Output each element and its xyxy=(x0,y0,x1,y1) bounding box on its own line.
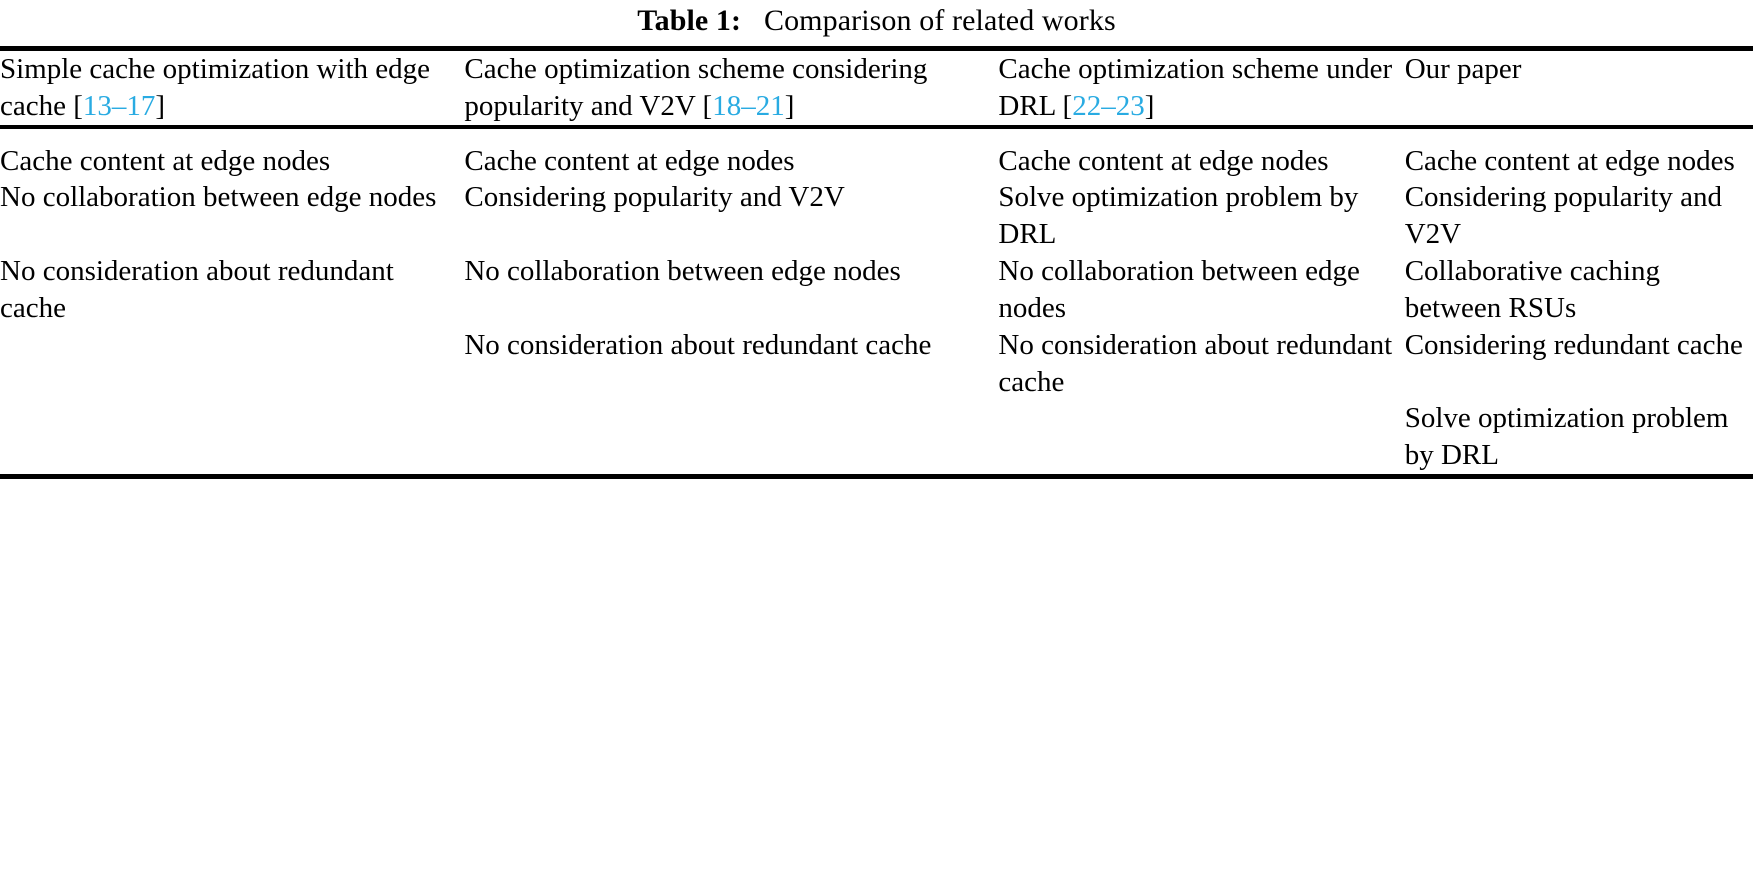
cell-r2-c1: No collaboration between edge nodes xyxy=(0,181,437,214)
comparison-table: Simple cache optimization with edge cach… xyxy=(0,51,1753,474)
cell-r5-c3 xyxy=(998,400,1404,474)
cell-r1-c2: Cache content at edge nodes xyxy=(464,144,795,177)
cell-r4-c3: No consideration about redundant cache xyxy=(998,328,1393,398)
cell-r3-c3: No collaboration between edge nodes xyxy=(998,255,1360,324)
table-row: No consideration about redundant cache N… xyxy=(0,253,1753,327)
header-rule-row xyxy=(0,124,1753,129)
column-header-4-text: Our paper xyxy=(1404,53,1522,85)
column-header-3-text: Cache optimization scheme under DRL [ xyxy=(998,53,1393,122)
cell-r5-c1 xyxy=(0,400,464,474)
table-rule-top xyxy=(0,46,1753,51)
table-header-row-group: Simple cache optimization with edge cach… xyxy=(0,51,1753,129)
citation-link-22-23[interactable]: 22–23 xyxy=(1072,89,1145,122)
cell-r3-c1: No consideration about redundant cache xyxy=(0,255,394,324)
header-rule-cell xyxy=(0,124,1753,129)
cell-r1-c1: Cache content at edge nodes xyxy=(0,144,331,177)
column-header-3: Cache optimization scheme under DRL [22–… xyxy=(998,51,1404,125)
table-row: No consideration about redundant cache N… xyxy=(0,327,1753,401)
cell-r2-c3: Solve optimization problem by DRL xyxy=(998,181,1359,251)
citation-link-13-17[interactable]: 13–17 xyxy=(82,89,156,122)
table-caption-text: Comparison of related works xyxy=(763,4,1116,37)
column-header-1-text: Simple cache optimization with edge cach… xyxy=(0,53,431,122)
cell-r3-c2: No collaboration between edge nodes xyxy=(464,255,901,288)
table-caption-label: Table 1: xyxy=(637,4,742,37)
cell-r5-c4: Solve optimization problem by DRL xyxy=(1404,402,1729,472)
column-header-2-text: Cache optimization scheme considering po… xyxy=(464,53,928,122)
column-header-2-bracket-close: ] xyxy=(784,89,795,122)
cell-r4-c2: No consideration about redundant cache xyxy=(464,328,932,361)
table-header-row: Simple cache optimization with edge cach… xyxy=(0,51,1753,125)
table-body: Cache content at edge nodes Cache conten… xyxy=(0,129,1753,474)
cell-r3-c4: Collaborative caching between RSUs xyxy=(1404,255,1660,324)
table-row: Cache content at edge nodes Cache conten… xyxy=(0,129,1753,180)
table-caption: Table 1: Comparison of related works xyxy=(0,0,1753,46)
cell-r4-c1 xyxy=(0,327,464,401)
cell-r1-c4: Cache content at edge nodes xyxy=(1404,144,1735,177)
cell-r5-c2 xyxy=(464,400,998,474)
cell-r4-c4: Considering redundant cache xyxy=(1404,328,1743,361)
citation-link-18-21[interactable]: 18–21 xyxy=(712,89,785,122)
column-header-3-bracket-close: ] xyxy=(1144,89,1155,122)
table-rule-header xyxy=(0,124,1753,129)
table-row: No collaboration between edge nodes Cons… xyxy=(0,179,1753,253)
column-header-1-bracket-close: ] xyxy=(155,89,166,122)
column-header-1: Simple cache optimization with edge cach… xyxy=(0,51,464,125)
cell-r1-c3: Cache content at edge nodes xyxy=(998,144,1329,177)
column-header-4: Our paper xyxy=(1405,51,1753,125)
table-rule-bottom xyxy=(0,474,1753,480)
table-row: Solve optimization problem by DRL xyxy=(0,400,1753,474)
cell-r2-c4: Considering popularity and V2V xyxy=(1404,181,1723,251)
column-header-2: Cache optimization scheme considering po… xyxy=(464,51,998,125)
cell-r2-c2: Considering popularity and V2V xyxy=(464,181,845,214)
